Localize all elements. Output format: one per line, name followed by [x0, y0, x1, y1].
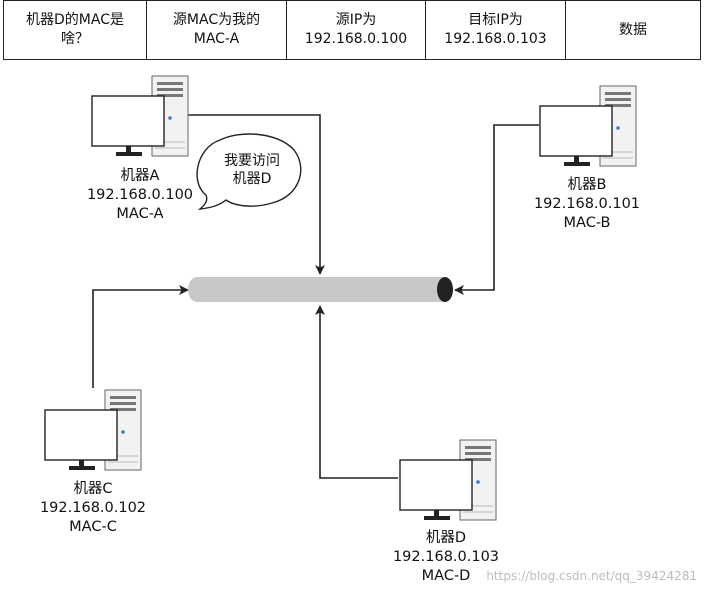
- network-bus: [188, 277, 453, 302]
- machine-c-ip: 192.168.0.102: [39, 500, 147, 516]
- speech-bubble-icon: [196, 133, 302, 210]
- link-c-to-bus: [92, 285, 189, 388]
- header-cell-question-line1: 机器D的MAC是: [26, 12, 124, 28]
- header-cell-source-mac-line1: 源MAC为我的: [172, 12, 261, 28]
- header-cell-target-ip: 目标IP为 192.168.0.103: [426, 1, 566, 59]
- speech-bubble-line2: 机器D: [232, 171, 272, 187]
- header-cell-question-line2: 啥？: [61, 31, 89, 47]
- header-cell-source-ip-line1: 源IP为: [335, 12, 377, 28]
- computer-b-icon: [539, 85, 637, 167]
- header-cell-source-ip-line2: 192.168.0.100: [304, 31, 408, 47]
- speech-bubble-line1: 我要访问: [224, 153, 280, 169]
- header-cell-target-ip-line2: 192.168.0.103: [444, 31, 547, 47]
- machine-a-label: 机器A 192.168.0.100 MAC-A: [70, 167, 210, 224]
- machine-a-ip: 192.168.0.100: [86, 187, 194, 203]
- machine-c-label: 机器C 192.168.0.102 MAC-C: [23, 480, 163, 537]
- machine-b-name: 机器B: [567, 177, 607, 193]
- machine-d-label: 机器D 192.168.0.103 MAC-D: [376, 529, 516, 586]
- header-cell-source-mac: 源MAC为我的 MAC-A: [147, 1, 287, 59]
- watermark-text: https://blog.csdn.net/qq_39424281: [486, 569, 697, 583]
- machine-d-mac: MAC-D: [421, 568, 471, 584]
- machine-b-label: 机器B 192.168.0.101 MAC-B: [517, 176, 657, 233]
- header-cell-data-line1: 数据: [619, 21, 647, 38]
- link-d-to-bus: [315, 305, 398, 479]
- computer-c-icon: [44, 389, 142, 471]
- header-cell-data: 数据: [566, 1, 700, 59]
- link-b-to-bus: [454, 124, 539, 295]
- machine-c-name: 机器C: [73, 481, 113, 497]
- machine-b-mac: MAC-B: [563, 215, 611, 231]
- machine-d-name: 机器D: [425, 530, 467, 546]
- header-cell-question: 机器D的MAC是啥？: [4, 1, 147, 59]
- machine-d-ip: 192.168.0.103: [392, 549, 500, 565]
- machine-b-ip: 192.168.0.101: [533, 196, 641, 212]
- computer-d-icon: [399, 439, 497, 521]
- packet-header-table: 机器D的MAC是啥？ 源MAC为我的 MAC-A 源IP为 192.168.0.10…: [3, 0, 701, 60]
- machine-c-mac: MAC-C: [69, 519, 117, 535]
- machine-a-name: 机器A: [120, 168, 160, 184]
- header-cell-source-mac-line2: MAC-A: [193, 31, 240, 47]
- header-cell-source-ip: 源IP为 192.168.0.100: [287, 1, 426, 59]
- machine-a-mac: MAC-A: [116, 206, 164, 222]
- computer-a-icon: [91, 75, 189, 157]
- speech-bubble-text: 我要访问 机器D: [210, 152, 294, 188]
- header-cell-target-ip-line1: 目标IP为: [468, 12, 523, 28]
- link-a-to-bus: [188, 114, 325, 275]
